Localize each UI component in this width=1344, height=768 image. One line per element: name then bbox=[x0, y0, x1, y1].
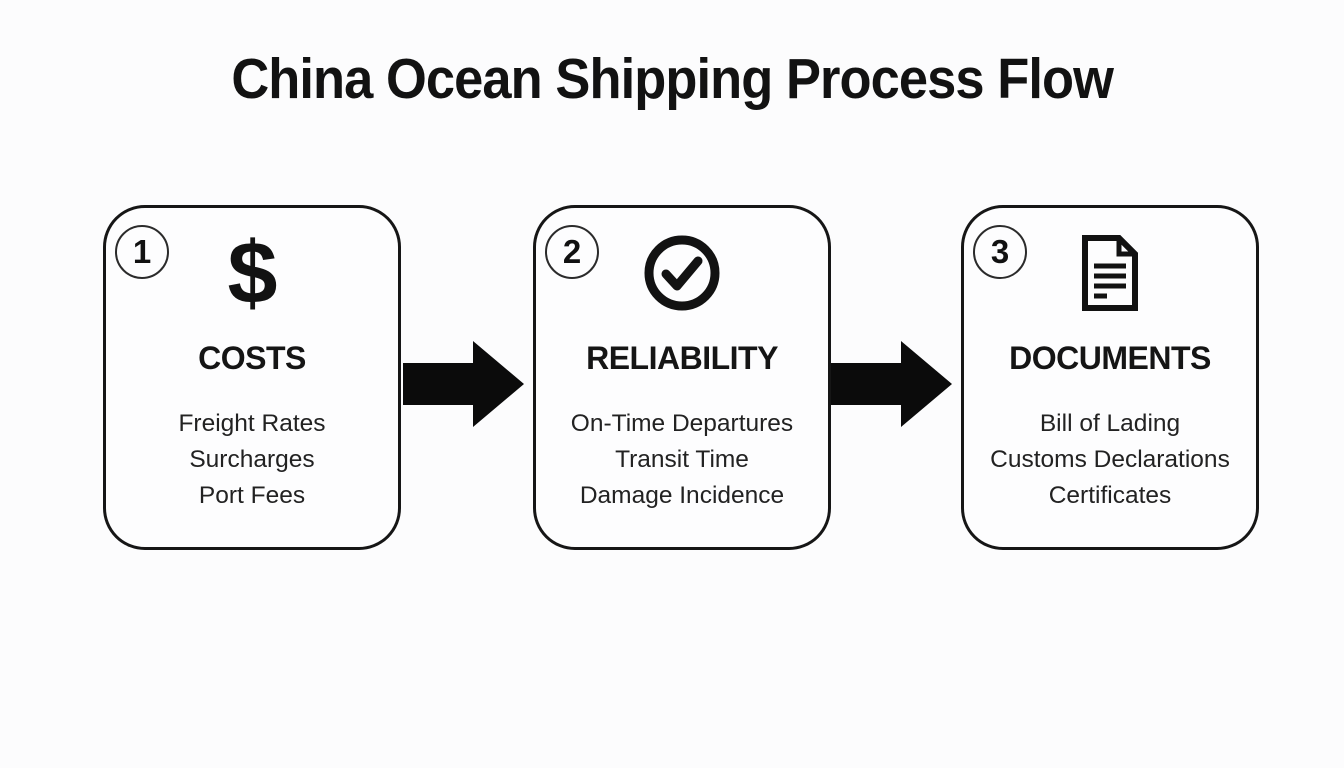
list-item: Transit Time bbox=[615, 446, 749, 473]
list-item: Freight Rates bbox=[178, 410, 326, 437]
page-title: China Ocean Shipping Process Flow bbox=[0, 46, 1344, 112]
step-number-badge: 3 bbox=[973, 225, 1027, 279]
step-number-badge: 2 bbox=[545, 225, 599, 279]
list-item: On-Time Departures bbox=[570, 410, 794, 437]
card-item-list: Bill of Lading Customs Declarations Cert… bbox=[964, 406, 1256, 514]
card-heading: DOCUMENTS bbox=[1009, 340, 1211, 376]
step-number: 1 bbox=[132, 233, 152, 270]
card-heading: RELIABILITY bbox=[586, 340, 778, 376]
card-item-list: On-Time Departures Transit Time Damage I… bbox=[536, 406, 828, 514]
dollar-icon: $ bbox=[227, 223, 277, 322]
step-number: 2 bbox=[562, 233, 582, 270]
arrow-right-icon bbox=[831, 341, 952, 427]
page-title-text: China Ocean Shipping Process Flow bbox=[231, 47, 1114, 111]
step-card-documents: 3 DOCUMENTS Bill of Lading Customs Decla… bbox=[961, 205, 1259, 550]
step-card-costs: 1 $ COSTS Freight Rates Surcharges Port … bbox=[103, 205, 401, 550]
card-icon-slot: $ bbox=[106, 224, 398, 322]
list-item: Port Fees bbox=[198, 482, 306, 509]
card-heading: COSTS bbox=[198, 340, 306, 376]
step-number: 3 bbox=[990, 233, 1010, 270]
check-circle-icon bbox=[644, 235, 720, 311]
list-item: Bill of Lading bbox=[1039, 410, 1181, 437]
list-item: Surcharges bbox=[189, 446, 315, 473]
arrow-right-icon bbox=[403, 341, 524, 427]
document-icon bbox=[1082, 235, 1138, 311]
list-item: Certificates bbox=[1048, 482, 1172, 509]
card-icon-slot bbox=[536, 224, 828, 322]
step-card-reliability: 2 RELIABILITY On-Time Departures Transit… bbox=[533, 205, 831, 550]
list-item: Customs Declarations bbox=[990, 446, 1230, 473]
card-item-list: Freight Rates Surcharges Port Fees bbox=[106, 406, 398, 514]
list-item: Damage Incidence bbox=[579, 482, 785, 509]
step-number-badge: 1 bbox=[115, 225, 169, 279]
card-icon-slot bbox=[964, 224, 1256, 322]
